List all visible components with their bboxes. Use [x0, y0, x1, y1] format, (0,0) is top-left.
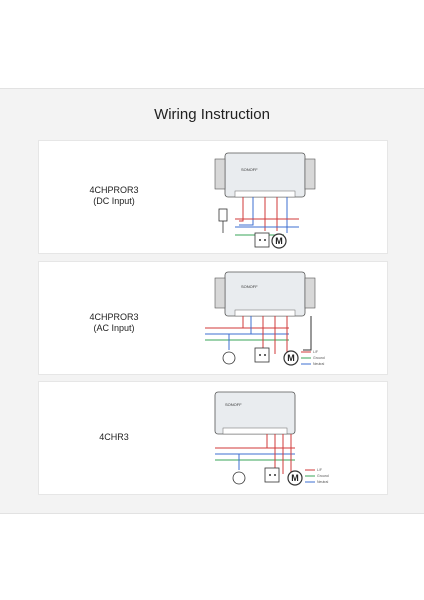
- section-label: 4CHPROR3 (DC Input): [39, 185, 189, 207]
- model-name: 4CHR3: [99, 432, 129, 442]
- model-name: 4CHPROR3: [89, 185, 139, 195]
- page-title: Wiring Instruction: [154, 106, 270, 123]
- motor-label: M: [287, 353, 295, 363]
- wires: [205, 316, 312, 356]
- section-dc-input: 4CHPROR3 (DC Input) SONOFF M: [38, 140, 388, 254]
- relay-module: [214, 391, 296, 435]
- dc-adapter: [218, 208, 228, 222]
- device-brand: SONOFF: [225, 402, 242, 407]
- bulb-icon: [222, 351, 236, 365]
- terminal-block: [234, 309, 296, 317]
- legend-live: L/F: [313, 350, 318, 354]
- legend-neutral: Neutral: [313, 362, 325, 366]
- legend-ground: Ground: [313, 356, 325, 360]
- motor-label: M: [291, 473, 299, 483]
- bulb-icon: [232, 471, 246, 485]
- relay-module: [224, 152, 306, 198]
- device-brand: SONOFF: [241, 284, 258, 289]
- outlet-icon: [264, 467, 280, 483]
- motor-icon: [271, 233, 287, 249]
- mount-ear-left: [214, 158, 226, 190]
- mount-ear-left: [214, 277, 226, 309]
- section-label: 4CHPROR3 (AC Input): [39, 312, 189, 334]
- legend-live: L/F: [317, 468, 322, 472]
- legend-neutral: Neutral: [317, 480, 329, 484]
- wiring-diagram: SONOFF M L/F Ground Neutral: [214, 391, 329, 486]
- legend-ground: Ground: [317, 474, 329, 478]
- wires: [235, 197, 299, 236]
- wire-legend: L/F Ground Neutral: [305, 468, 329, 484]
- motor-icon: [287, 470, 303, 486]
- outlet-icon: [254, 347, 270, 363]
- terminal-block: [222, 427, 288, 435]
- wires: [215, 434, 295, 476]
- input-type: (AC Input): [93, 323, 135, 333]
- section-4chr3: 4CHR3 SONOFF M L/F Ground Neutral: [38, 381, 388, 495]
- mount-ear-right: [304, 277, 316, 309]
- terminal-block: [234, 190, 296, 198]
- motor-label: M: [275, 236, 283, 246]
- device-brand: SONOFF: [241, 167, 258, 172]
- wire-legend: L/F Ground Neutral: [301, 350, 325, 366]
- section-label: 4CHR3: [39, 432, 189, 443]
- relay-module: [224, 271, 306, 317]
- section-ac-input: 4CHPROR3 (AC Input) SONOFF M: [38, 261, 388, 375]
- mount-ear-right: [304, 158, 316, 190]
- input-type: (DC Input): [93, 196, 135, 206]
- outlet-icon: [254, 232, 270, 248]
- wiring-diagram: SONOFF M: [214, 152, 316, 249]
- wiring-diagram: SONOFF M L/F Ground Neutral: [205, 271, 325, 366]
- motor-icon: [283, 350, 299, 366]
- model-name: 4CHPROR3: [89, 312, 139, 322]
